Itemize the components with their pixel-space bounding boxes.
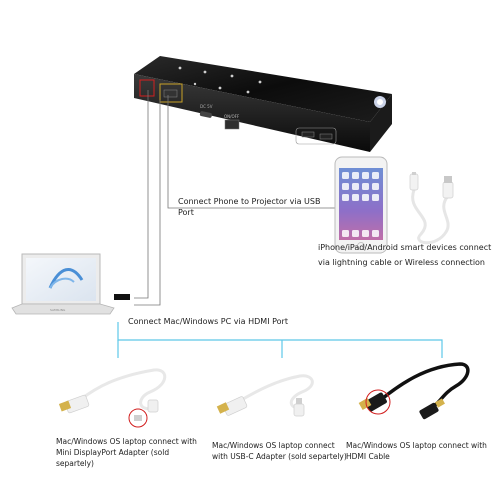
hdmi-cable-image xyxy=(358,362,470,420)
laptop-image: SAMSUNG xyxy=(11,253,130,315)
adapter-caption-usb-c: Mac/Windows OS laptop connect with USB-C… xyxy=(212,440,352,462)
hdmi-dongle xyxy=(114,294,130,300)
hdmi-connection-label: Connect Mac/Windows PC via HDMI Port xyxy=(128,317,288,326)
phone-caption: iPhone/iPad/Android smart devices connec… xyxy=(318,242,498,268)
phone-caption-line2: via lightning cable or Wireless connecti… xyxy=(318,258,486,267)
phone-caption-line1: iPhone/iPad/Android smart devices connec… xyxy=(318,243,492,252)
lightning-cable-image xyxy=(409,172,454,245)
usb-c-adapter-image xyxy=(216,374,314,417)
adapter-caption-line1: Mac/Windows OS laptop connect xyxy=(212,441,335,450)
adapter-caption-mini-displayport: Mac/Windows OS laptop connect with Mini … xyxy=(56,436,206,469)
projector-device: DC 5V ON/OFF xyxy=(134,56,392,152)
adapter-caption-line2: with USB-C Adapter (sold separtely) xyxy=(212,452,347,461)
adapter-caption-line2: HDMI Cable xyxy=(346,452,390,461)
usb-connection-label: Connect Phone to Projector via USB Port xyxy=(178,197,321,217)
mini-displayport-adapter-image xyxy=(58,368,167,428)
adapter-caption-line2: Mini DisplayPort Adapter (sold separtely… xyxy=(56,448,170,468)
adapter-caption-line1: Mac/Windows OS laptop connect with xyxy=(56,437,197,446)
on-off-marking: ON/OFF xyxy=(224,114,240,119)
smartphone-image xyxy=(334,156,388,254)
adapter-caption-line1: Mac/Windows OS laptop connect with xyxy=(346,441,487,450)
svg-text:DC 5V: DC 5V xyxy=(200,104,213,109)
laptop-brand-marking: SAMSUNG xyxy=(50,308,66,312)
adapter-caption-hdmi: Mac/Windows OS laptop connect with HDMI … xyxy=(346,440,496,462)
